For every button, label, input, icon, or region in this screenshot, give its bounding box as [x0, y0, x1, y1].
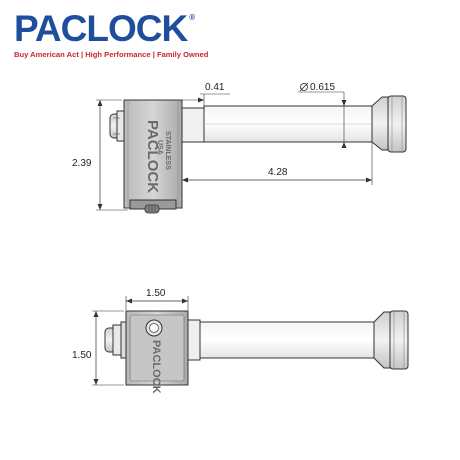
- bottom-left-knob: [104, 321, 128, 359]
- top-end-cap: [371, 95, 407, 153]
- body-engraving-brand: PACLOCK: [144, 120, 161, 193]
- bottom-body: PACLOCK: [125, 310, 189, 394]
- top-body: PACLOCK USA STAINLESS: [123, 99, 183, 214]
- bottom-rod: [187, 319, 375, 361]
- dim-label-0-615: 0.615: [310, 82, 335, 93]
- top-left-knob: [109, 110, 126, 142]
- dimension-offset: 0.41: [182, 82, 230, 106]
- paclock-logo: PACLOCK®: [14, 8, 195, 49]
- dim-label-4-28: 4.28: [268, 167, 288, 178]
- registered-mark: ®: [189, 13, 195, 22]
- dim-label-width-1-50: 1.50: [146, 288, 166, 299]
- dimension-height-bottom: 1.50: [72, 310, 124, 386]
- dim-label-2-39: 2.39: [72, 158, 92, 169]
- dimension-diameter: 0.615: [298, 82, 347, 148]
- dimension-length: 4.28: [181, 142, 373, 185]
- bottom-end-cap: [373, 310, 409, 370]
- dim-label-0-41: 0.41: [205, 82, 225, 93]
- dimension-height-top: 2.39: [72, 99, 128, 211]
- top-rod: [181, 105, 373, 143]
- bottom-view: PACLOCK 1.50 1.: [72, 288, 409, 394]
- body-engraving-stainless: STAINLESS: [164, 131, 171, 170]
- dim-label-height-1-50: 1.50: [72, 350, 92, 361]
- diameter-icon: [299, 82, 309, 92]
- brand-header: PACLOCK® Buy American Act | High Perform…: [14, 10, 208, 59]
- top-view: PACLOCK USA STAINLESS 2.39: [72, 82, 407, 214]
- bottom-body-engraving: PACLOCK: [150, 340, 162, 394]
- dimension-width-bottom: 1.50: [125, 288, 189, 310]
- brand-tagline: Buy American Act | High Performance | Fa…: [14, 50, 209, 59]
- body-engraving-usa: USA: [156, 140, 163, 155]
